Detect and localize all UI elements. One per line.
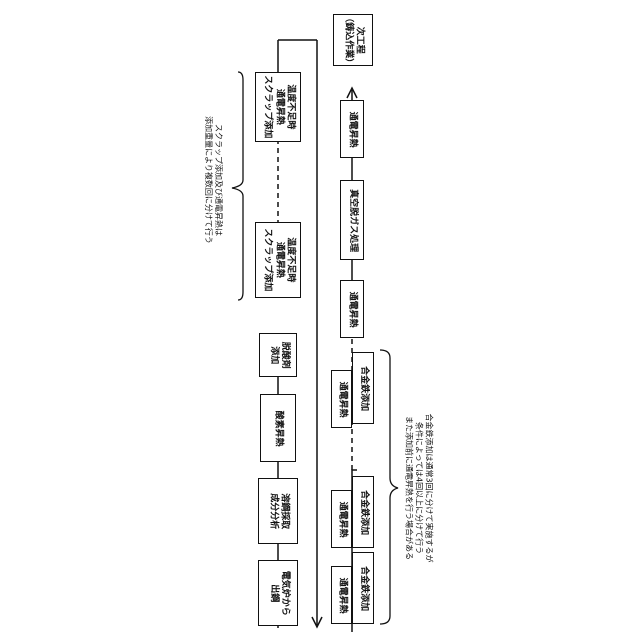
box-heat1: 温度不足時 通電昇熱 スクラップ添加 [255,222,301,298]
box-tap: 電気炉から 出鋼 [258,560,298,626]
step-heat2-label: 温度不足時 通電昇熱 スクラップ添加 [261,75,295,138]
alloy-pair-2-bottom-label: 合金鉄添加 [357,490,368,535]
step-sample-label: 溶鋼採取 成分分析 [267,493,290,529]
alloy-pair-2-top-label: 通電昇熱 [336,501,347,537]
box-heat2: 温度不足時 通電昇熱 スクラップ添加 [255,72,301,142]
box-alloy-add-1: 合金鉄添加 [352,552,374,624]
box-vacuum: 真空脱ガス処理 [340,180,364,260]
alloy-pair-1-top-label: 通電昇熱 [336,577,347,613]
step-deox-label: 脱酸剤 添加 [267,341,290,368]
box-alloy-heat-1: 通電昇熱 [331,566,352,624]
lower-note-text: 合金鉄添加は通常3回に分けて実施するが 条件によっては4回以上に分けて行う また… [403,413,433,562]
box-heat4: 通電昇熱 [340,100,364,158]
box-next: 次工程 （鋳込作業） [333,14,373,66]
box-deox: 脱酸剤 添加 [259,333,297,377]
box-alloy-add-3: 合金鉄添加 [352,352,374,424]
box-heat3: 通電昇熱 [340,280,364,338]
alloy-pair-3-bottom-label: 合金鉄添加 [357,366,368,411]
upper-note-brace [232,72,243,300]
lower-note-brace [380,350,398,624]
step-tap-label: 電気炉から 出鋼 [267,570,290,615]
box-alloy-heat-3: 通電昇熱 [331,370,352,428]
step-next-label: 次工程 （鋳込作業） [342,13,365,67]
box-oxygen: 酸素昇熱 [260,394,296,462]
step-vacuum-label: 真空脱ガス処理 [346,189,357,252]
upper-note-text: スクラップ添加及び通電昇熱は 添加重量により複数回に分けて行う [203,116,223,244]
step-heat4-label: 通電昇熱 [346,111,357,147]
box-alloy-add-2: 合金鉄添加 [352,476,374,548]
step-oxygen-label: 酸素昇熱 [272,410,283,446]
alloy-pair-3-top-label: 通電昇熱 [336,381,347,417]
step-heat1-label: 温度不足時 通電昇熱 スクラップ添加 [261,228,295,291]
box-sample: 溶鋼採取 成分分析 [258,478,298,544]
alloy-pair-1-bottom-label: 合金鉄添加 [357,566,368,611]
step-heat3-label: 通電昇熱 [346,291,357,327]
box-alloy-heat-2: 通電昇熱 [331,490,352,548]
